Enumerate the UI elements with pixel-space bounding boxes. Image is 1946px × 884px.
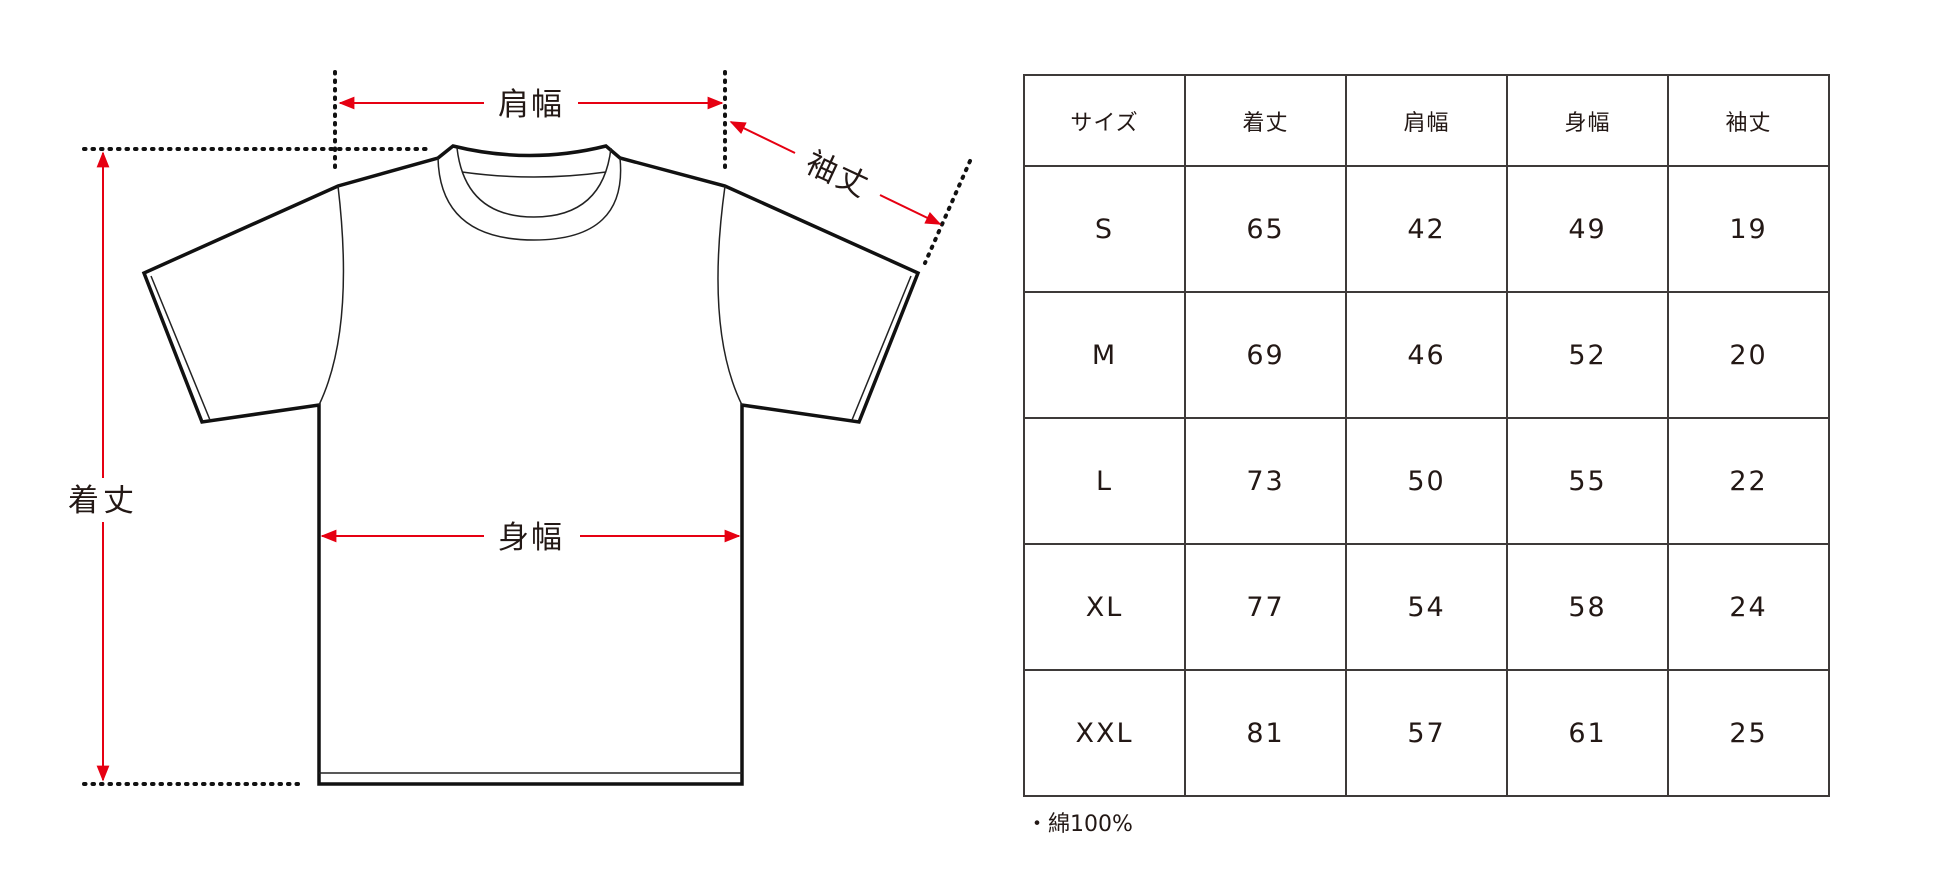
tshirt-diagram: 着丈 肩幅 身幅 袖丈: [68, 70, 972, 786]
cell: 22: [1667, 417, 1830, 545]
cell: S: [1023, 165, 1186, 293]
cell: 42: [1345, 165, 1508, 293]
cell: 57: [1345, 669, 1508, 797]
cell: L: [1023, 417, 1186, 545]
table-row: XL 77 54 58 24: [1023, 543, 1830, 671]
table-row: L 73 50 55 22: [1023, 417, 1830, 545]
cell: 24: [1667, 543, 1830, 671]
tshirt-outline: [141, 144, 921, 786]
cell: 50: [1345, 417, 1508, 545]
cell: 19: [1667, 165, 1830, 293]
table-row: S 65 42 49 19: [1023, 165, 1830, 293]
cell: 54: [1345, 543, 1508, 671]
table-row: XXL 81 57 61 25: [1023, 669, 1830, 797]
cell: 46: [1345, 291, 1508, 419]
cell: 73: [1184, 417, 1347, 545]
size-table: サイズ 着丈 肩幅 身幅 袖丈 S 65 42 49 19 M 69 46 52…: [1023, 74, 1830, 797]
header-shoulder: 肩幅: [1345, 74, 1508, 167]
cell: 20: [1667, 291, 1830, 419]
header-sleeve: 袖丈: [1667, 74, 1830, 167]
cell: 55: [1506, 417, 1669, 545]
body-width-label: 身幅: [498, 520, 564, 556]
cell: 61: [1506, 669, 1669, 797]
cell: 58: [1506, 543, 1669, 671]
cell: 81: [1184, 669, 1347, 797]
cell: 25: [1667, 669, 1830, 797]
shoulder-label: 肩幅: [498, 87, 564, 123]
cell: 77: [1184, 543, 1347, 671]
guide-lines: [82, 70, 972, 786]
cell: XL: [1023, 543, 1186, 671]
header-size: サイズ: [1023, 74, 1186, 167]
sleeve-arrow-bottom: [879, 194, 942, 225]
cell: 49: [1506, 165, 1669, 293]
table-row: M 69 46 52 20: [1023, 291, 1830, 419]
sleeve-label: 袖丈: [800, 145, 875, 206]
cell: 69: [1184, 291, 1347, 419]
material-note: ・綿100%: [1026, 812, 1133, 837]
cell: XXL: [1023, 669, 1186, 797]
table-header-row: サイズ 着丈 肩幅 身幅 袖丈: [1023, 74, 1830, 167]
cell: 65: [1184, 165, 1347, 293]
cell: M: [1023, 291, 1186, 419]
tshirt-details: [150, 147, 912, 774]
length-label: 着丈: [68, 483, 138, 519]
cell: 52: [1506, 291, 1669, 419]
header-body-width: 身幅: [1506, 74, 1669, 167]
sleeve-arrow-top: [729, 121, 796, 154]
header-length: 着丈: [1184, 74, 1347, 167]
